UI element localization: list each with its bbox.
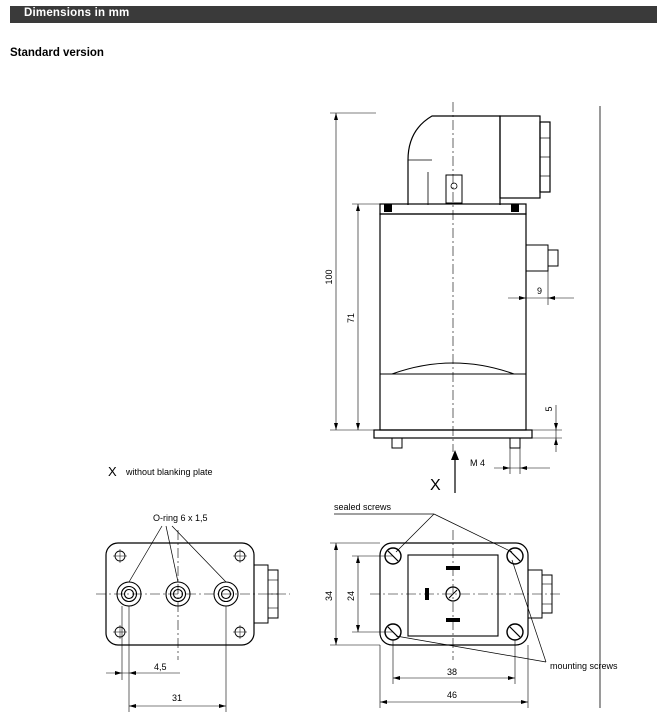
dim-height-outer: 34 — [324, 591, 334, 601]
sealed-screws-label: sealed screws — [334, 502, 392, 512]
dim-inner-width: 38 — [447, 667, 457, 677]
mounting-screws-label: mounting screws — [550, 661, 618, 671]
bottom-view-caption: without blanking plate — [125, 467, 213, 477]
dim-height-inner: 24 — [346, 591, 356, 601]
dim-pitch: 4,5 — [154, 662, 167, 672]
side-view — [330, 102, 601, 708]
section-subtitle: Standard version — [10, 47, 104, 59]
dim-height-body: 71 — [346, 313, 356, 323]
dim-connector: 9 — [537, 286, 542, 296]
dim-base: 5 — [544, 406, 554, 411]
top-view — [330, 513, 560, 708]
dim-thread: M 4 — [470, 458, 485, 468]
bottom-view — [96, 525, 290, 712]
view-marker-side: X — [430, 477, 441, 494]
dim-height-total: 100 — [324, 269, 334, 284]
oring-label: O-ring 6 x 1,5 — [153, 513, 208, 523]
view-marker-bottom: X — [108, 464, 117, 479]
dim-outer-width: 46 — [447, 690, 457, 700]
dim-width-bottom: 31 — [172, 693, 182, 703]
header-bar: Dimensions in mm — [10, 6, 657, 23]
header-title: Dimensions in mm — [24, 7, 130, 19]
